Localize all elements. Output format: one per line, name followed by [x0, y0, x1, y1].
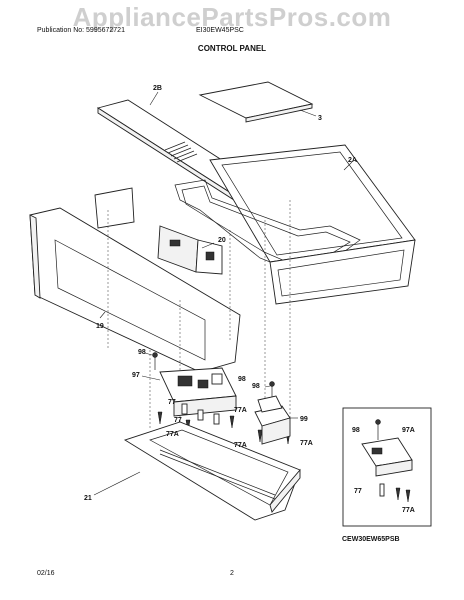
callout-19: 19 — [96, 323, 104, 330]
watermark-logo: AppliancePartsPros.com — [72, 2, 392, 32]
callout-2a: 2A — [348, 157, 357, 164]
part-21-tray — [93, 421, 301, 521]
inset-callout-77a: 77A — [402, 507, 415, 514]
inset-callout-97a: 97A — [402, 427, 415, 434]
part-2a-frame — [94, 144, 416, 305]
part-3-cover-plate — [198, 81, 317, 123]
footer-date: 02/16 — [37, 570, 55, 577]
part-98-screws — [144, 352, 275, 398]
callout-77-b: 77 — [174, 417, 182, 424]
part-97-control-board — [141, 367, 237, 417]
callout-labels: 2B 3 2A 20 19 98 97 98 98 77 77 77A 77A … — [84, 85, 415, 514]
footer-page-number: 2 — [230, 570, 234, 577]
publication-number: Publication No: 5995672721 — [37, 27, 125, 34]
alignment-lines — [107, 200, 291, 440]
inset-callout-77: 77 — [354, 488, 362, 495]
callout-77a-b: 77A — [166, 431, 179, 438]
callout-98-right: 98 — [252, 383, 260, 390]
callout-98-mid: 98 — [238, 376, 246, 383]
callout-98-left: 98 — [138, 349, 146, 356]
part-19-control-panel — [29, 207, 241, 373]
callout-21: 21 — [84, 495, 92, 502]
callout-2b: 2B — [153, 85, 162, 92]
callout-3: 3 — [318, 115, 322, 122]
inset-detail — [342, 407, 432, 527]
callout-77a-a: 77A — [234, 407, 247, 414]
callout-77a-d: 77A — [300, 440, 313, 447]
callout-99: 99 — [300, 416, 308, 423]
model-number: EI30EW45PSC — [196, 27, 244, 34]
callout-97: 97 — [132, 372, 140, 379]
callout-77a-c: 77A — [234, 442, 247, 449]
inset-caption: CEW30EW65PSB — [342, 536, 400, 543]
part-99-transformer — [254, 395, 298, 445]
callout-20: 20 — [218, 237, 226, 244]
callout-77-a: 77 — [168, 399, 176, 406]
inset-callout-98: 98 — [352, 427, 360, 434]
part-20-board — [157, 225, 223, 275]
diagram-title: CONTROL PANEL — [197, 44, 267, 53]
